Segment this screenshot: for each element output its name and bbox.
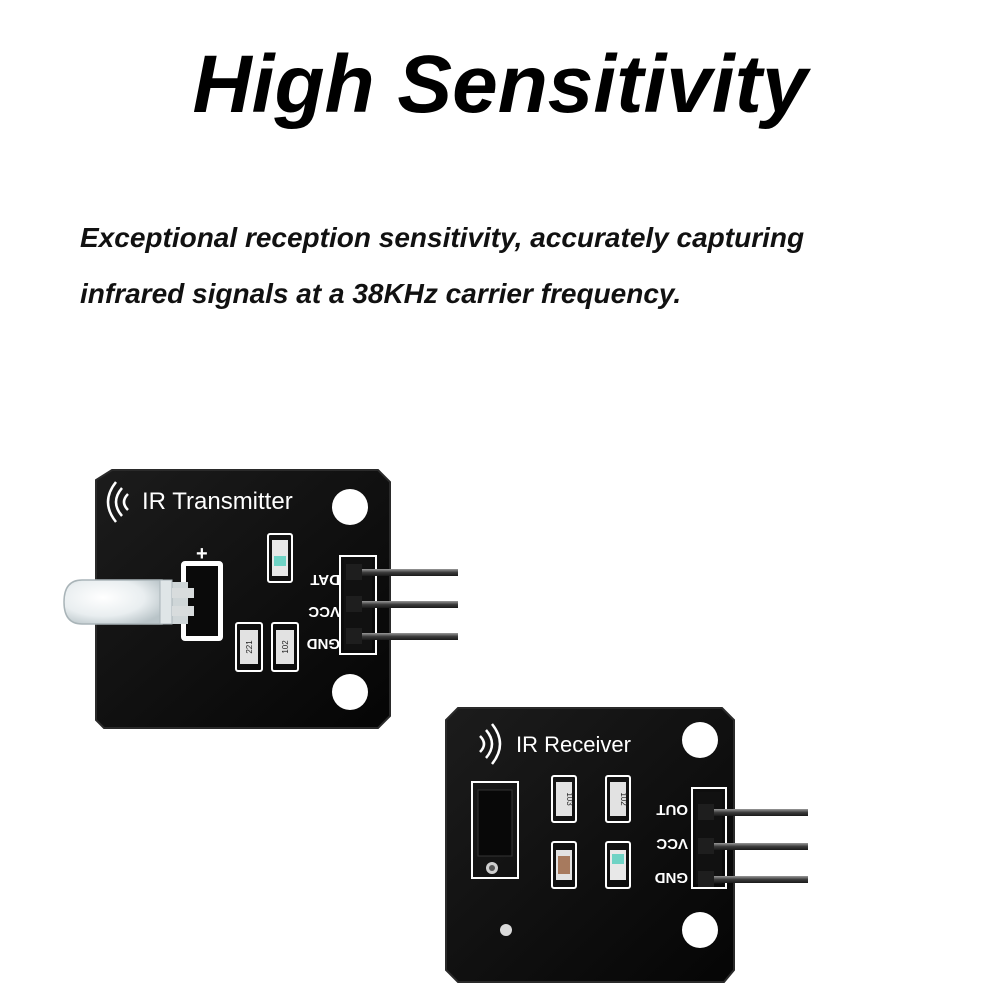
signal-waves-icon	[479, 723, 502, 765]
ir-receiver-sensor	[471, 781, 519, 879]
pin-label-dat: DAT	[310, 571, 340, 588]
polarity-mark: +	[196, 543, 208, 565]
resistor-code: 221	[245, 640, 254, 654]
capacitor	[551, 841, 577, 889]
product-photo: + IR Transmitter 221	[0, 430, 1000, 990]
mounting-hole	[682, 722, 718, 758]
smd-led-footprint	[267, 533, 293, 583]
resistor-102: 102	[271, 622, 299, 672]
pin-label-gnd: GND	[307, 635, 341, 652]
pin-label-out: OUT	[656, 801, 688, 818]
ir-transmitter-module: + IR Transmitter 221	[63, 469, 458, 729]
resistor-code: 102	[281, 640, 290, 654]
mounting-hole	[682, 912, 718, 948]
resistor-103: 103	[551, 775, 577, 823]
header-pins	[698, 804, 808, 887]
resistor-code: 103	[565, 792, 574, 806]
resistor-102: 102	[605, 775, 631, 823]
header-pins	[346, 564, 458, 644]
description-line-2: infrared signals at a 38KHz carrier freq…	[80, 278, 682, 309]
pin-label-vcc: VCC	[308, 603, 340, 620]
receiver-label: IR Receiver	[516, 732, 631, 757]
indicator-dot	[500, 924, 512, 936]
smd-led	[605, 841, 631, 889]
description-line-1: Exceptional reception sensitivity, accur…	[80, 222, 805, 253]
transmitter-label: IR Transmitter	[142, 488, 293, 515]
receiver-board	[445, 707, 735, 983]
infrared-led	[63, 579, 194, 625]
mounting-hole	[332, 489, 368, 525]
headline: High Sensitivity	[192, 39, 808, 130]
mounting-hole	[332, 674, 368, 710]
resistor-code: 102	[619, 792, 628, 806]
pin-label-gnd: GND	[655, 869, 689, 886]
signal-waves-icon	[106, 481, 129, 523]
pin-label-vcc: VCC	[656, 835, 688, 852]
pin-header-outline	[691, 787, 727, 889]
transmitter-board	[95, 469, 391, 729]
ir-receiver-module: IR Receiver 103 102	[445, 707, 808, 983]
resistor-221: 221	[235, 622, 263, 672]
